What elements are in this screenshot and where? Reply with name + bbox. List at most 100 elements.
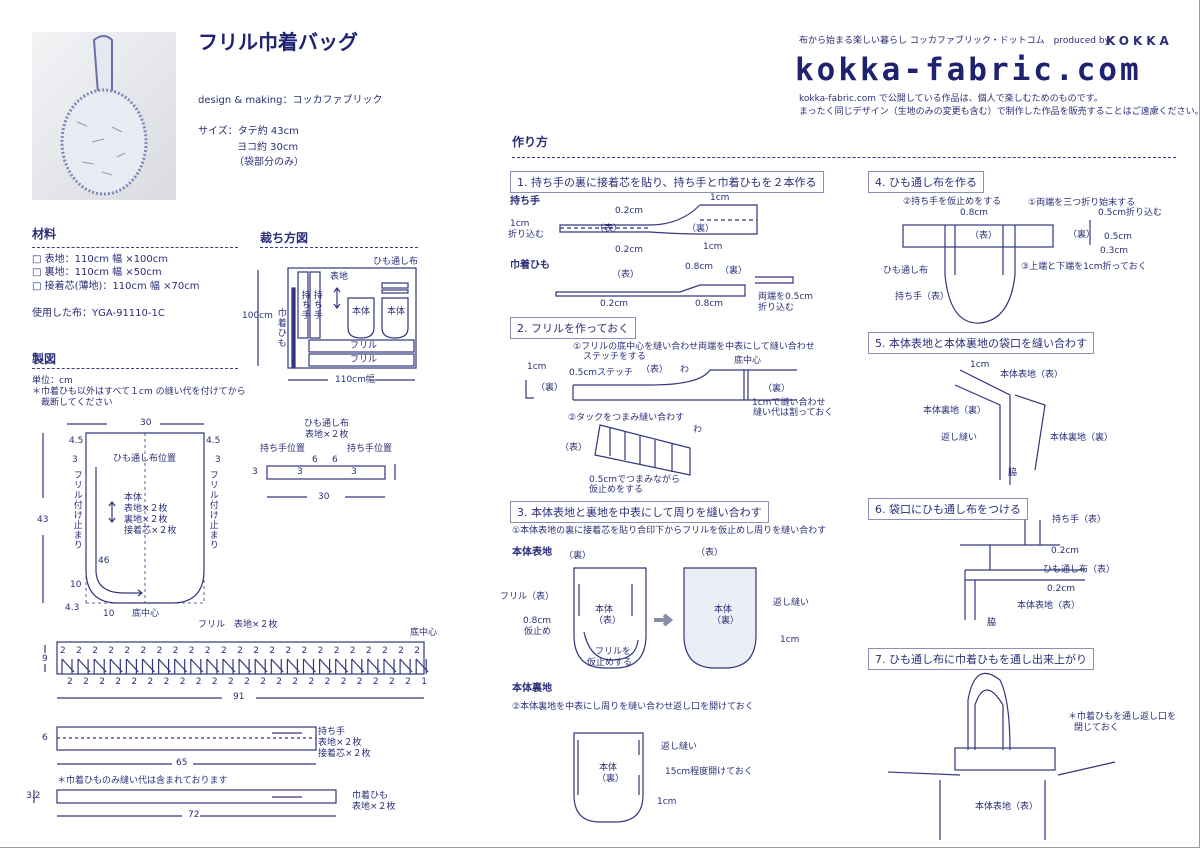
frill-bottom-mark: 2 [147,677,154,687]
divider [32,368,238,369]
label: フリル（表） [500,592,555,602]
label: フリルを [595,647,632,657]
cut-frill: フリル [350,341,378,351]
frill-bottom-mark: 2 [67,677,73,687]
bottom-center: 底中心 [132,609,160,619]
frill-bottom-mark: 2 [405,677,411,687]
frill-stop: フリル付け止まり [71,470,82,550]
frill-bottom-mark: 2 [324,677,331,687]
label: 脇 [987,618,997,628]
frill-tuck-line [206,658,220,674]
label: ②持ち手を仮止めをする [903,197,1002,207]
dim: 4.3 [65,603,80,613]
label: 両端を0.5cm [758,292,814,302]
frill-bottom-mark: 2 [276,677,283,687]
frill-bottom-mark: 2 [211,677,218,687]
frill-tuck-line [109,658,123,674]
frill-bottom-mark: 1 [421,677,427,687]
divider [512,157,1176,158]
label: 0.8cm [960,208,989,218]
page-title: フリル巾着バッグ [198,30,358,54]
dim: 4.5 [69,436,84,446]
cut-height: 100cm [242,311,273,321]
frill-bottom-mark: 2 [356,677,363,687]
himo-name: ひも通し布 [304,419,350,429]
frill-top-mark: 2 [414,646,420,656]
label: （裏） [712,616,740,626]
frill-bottom-mark: 2 [308,677,315,687]
dim: 6 [332,455,338,465]
frill-tuck-line [190,658,204,674]
strap-heading: 持ち手 [510,196,540,207]
cut-body: 本体 [387,307,406,317]
frill-tuck-line [335,658,349,674]
step-1-title: 1. 持ち手の裏に接着芯を貼り、持ち手と巾着ひもを２本作る [510,171,824,193]
frill-top-mark: 2 [108,646,115,656]
frill-tuck-line [158,658,172,674]
frill-top-mark: 2 [398,646,404,656]
step-3-title: 3. 本体表地と裏地を中表にして周りを縫い合わす [510,501,769,523]
label: （裏） [763,384,791,394]
frill-top-mark: 2 [172,646,179,656]
material-item: □ 接着芯(薄地)：110cm 幅 ×70cm [32,281,200,292]
label: （表） [970,231,998,241]
frill-top-mark: 2 [269,646,276,656]
label: 折り込む [758,303,795,313]
used-fabric: 使用した布：YGA-91110-1C [32,308,165,319]
step-7-title: 7. ひも通し布に巾着ひもを通し出来上がり [868,648,1094,670]
label: 返し縫い [941,433,978,443]
size-width: ヨコ約 30cm [237,142,299,153]
frill-bottom-mark: 2 [131,677,138,687]
label: （裏） [564,551,592,561]
label: 1cm [527,362,547,372]
label: 閉じておく [1074,723,1119,733]
label: 0.5cm折り込む [1098,208,1163,218]
cutting-heading: 裁ち方図 [260,231,309,245]
label: 本体 [714,605,733,615]
unit: 単位：cm [32,376,73,386]
step-6-title: 6. 袋口にひも通し布をつける [868,498,1028,520]
frill-top-mark: 2 [349,646,356,656]
label: 1cm [780,635,800,645]
frill-tuck-line [286,658,300,674]
label: ①両端を三つ折り始末する [1028,198,1136,208]
frill-top-mark: 2 [156,646,163,656]
label: 0.5cm [1104,232,1133,242]
frill-top-mark: 2 [188,646,195,656]
frill-label: フリル 表地×２枚 [198,620,278,630]
size-height: サイズ：タテ約 43cm [198,126,299,137]
cord-note: ＊巾着ひものみ縫い代は含まれております [57,776,228,786]
dim: 65 [176,758,188,768]
cut-strap: 持ち手 [299,290,310,320]
frill-tuck-line [302,658,316,674]
outer-heading: 本体表地 [512,547,552,558]
label: 1cm [710,193,730,203]
label: 本体表地（表） [975,802,1039,812]
label: （表） [595,224,623,234]
cut-width: 110cm幅 [335,375,375,385]
label: 仮止め [524,627,552,637]
frill-top-mark: 2 [76,646,82,656]
body-count: 表地×２枚 [124,504,168,514]
cut-strap: 持ち手 [311,290,322,320]
label: 本体裏地（裏） [1050,433,1114,443]
frill-top-mark: 2 [382,646,388,656]
frill-bottom-mark: 2 [83,677,89,687]
frill-top-mark: 2 [317,646,324,656]
label: 脇 [1008,468,1018,478]
frill-top-mark: 2 [92,646,98,656]
dim: 30 [318,492,330,502]
label: ①本体表地の裏に接着芯を貼り合印下からフリルを仮止めし周りを縫い合わす [512,526,827,536]
frill-top-mark: 2 [333,646,340,656]
label: （表） [612,270,640,280]
strap-position: 持ち手位置 [260,444,306,454]
label: （裏） [536,383,564,393]
frill-tuck-line [141,658,155,674]
label: 0.8cm [523,616,552,626]
label: 1cm [703,242,723,252]
dim: 3 [72,455,78,465]
cord-count: 表地×２枚 [352,802,396,812]
credit: design & making：コッカファブリック [198,95,383,106]
dim: 3.2 [26,791,41,801]
label: ステッチをする [583,352,647,362]
